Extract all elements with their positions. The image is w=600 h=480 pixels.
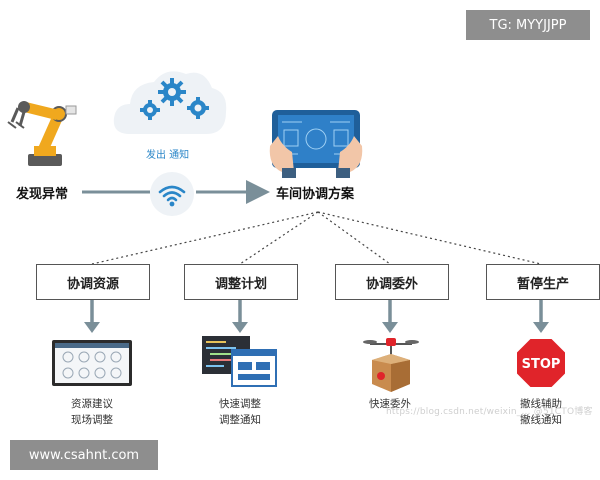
caption-line: 撤线通知 [520, 414, 562, 426]
left-label: 发现异常 [16, 187, 69, 202]
watermark-bottom: www.csahnt.com [10, 440, 158, 470]
caption-line: 快速调整 [219, 398, 261, 410]
cloud-gears-icon [113, 71, 227, 134]
drone-delivery-icon [363, 338, 419, 392]
notify-label: 发出 通知 [146, 150, 190, 161]
caption-group-1: 资源建议 现场调整 [42, 396, 142, 428]
caption-group-4: 撤线辅助 撤线通知 [491, 396, 591, 428]
wifi-icon [150, 172, 194, 216]
caption-line: 撤线辅助 [520, 398, 562, 410]
caption-group-2: 快速调整 调整通知 [190, 396, 290, 428]
stop-sign-text: STOP [522, 357, 561, 372]
branch-box-outsource: 协调委外 [335, 264, 449, 300]
caption-line: 资源建议 [71, 398, 113, 410]
caption-line: 调整通知 [219, 414, 261, 426]
stop-sign-icon: STOP [515, 337, 567, 389]
faint-watermark-url: https://blog.csdn.net/weixin_... @51CTO博… [386, 407, 593, 417]
code-windows-icon [202, 336, 277, 387]
robot-arm-icon [7, 101, 77, 166]
caption-line: 现场调整 [71, 414, 113, 426]
caption-group-3: 快速委外 [340, 396, 440, 412]
dashboard-monitor-icon [52, 340, 132, 386]
caption-line: 快速委外 [369, 398, 411, 410]
watermark-top: TG: MYYJJPP [466, 10, 590, 40]
branch-box-coordinate-resources: 协调资源 [36, 264, 150, 300]
center-label: 车间协调方案 [276, 187, 355, 202]
branch-box-adjust-plan: 调整计划 [184, 264, 298, 300]
tablet-hands-icon [269, 110, 363, 178]
branch-box-pause-production: 暂停生产 [486, 264, 600, 300]
